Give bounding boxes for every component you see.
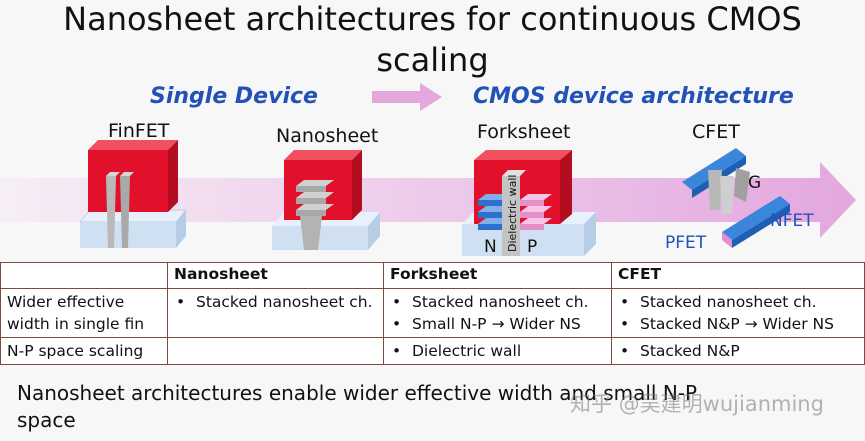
watermark: 知乎 @吴建明wujianming bbox=[570, 392, 824, 416]
cell-nanosheet: Stacked nanosheet ch. bbox=[167, 288, 384, 338]
section-label-cmos: CMOS device architecture bbox=[473, 84, 794, 109]
finfet-device-icon bbox=[79, 140, 187, 248]
table-header-row: Nanosheet Forksheet CFET bbox=[0, 262, 865, 289]
comparison-table: Nanosheet Forksheet CFET Wider effective… bbox=[0, 262, 865, 365]
cell-forksheet: Stacked nanosheet ch. Small N-P → Wider … bbox=[383, 288, 612, 338]
table-header-empty bbox=[0, 262, 168, 289]
list-item: Stacked N&P → Wider NS bbox=[618, 313, 858, 335]
page-title-line-2: scaling bbox=[376, 41, 489, 79]
list-item: Small N-P → Wider NS bbox=[390, 313, 605, 335]
list-item: Stacked nanosheet ch. bbox=[390, 291, 605, 313]
list-item: Stacked nanosheet ch. bbox=[618, 291, 858, 313]
table-header-nanosheet: Nanosheet bbox=[167, 262, 384, 289]
row-label: N-P space scaling bbox=[0, 337, 168, 365]
device-label-cfet: CFET bbox=[692, 121, 740, 143]
cfet-pfet-label: PFET bbox=[665, 233, 707, 253]
cell-forksheet: Dielectric wall bbox=[383, 337, 612, 365]
table-header-cfet: CFET bbox=[611, 262, 865, 289]
page-title-line-1: Nanosheet architectures for continuous C… bbox=[63, 0, 802, 38]
cfet-device-icon: G NFET PFET bbox=[665, 148, 814, 253]
row-label: Wider effective width in single fin bbox=[0, 288, 168, 338]
table-header-forksheet: Forksheet bbox=[383, 262, 612, 289]
footer-summary: Nanosheet architectures enable wider eff… bbox=[17, 381, 698, 432]
cell-cfet: Stacked nanosheet ch. Stacked N&P → Wide… bbox=[611, 288, 865, 338]
cell-nanosheet bbox=[167, 337, 384, 365]
cell-cfet: Stacked N&P bbox=[611, 337, 865, 365]
device-label-forksheet: Forksheet bbox=[477, 121, 571, 143]
progression-arrow bbox=[0, 162, 856, 238]
device-label-nanosheet: Nanosheet bbox=[276, 125, 379, 147]
table-row: N-P space scaling Dielectric wall Stacke… bbox=[0, 337, 865, 365]
dielectric-wall-label: Dielectric wall bbox=[506, 175, 519, 252]
section-arrow-icon bbox=[372, 83, 442, 111]
nanosheet-device-icon bbox=[272, 150, 380, 250]
forksheet-device-icon: Dielectric wall N P bbox=[462, 150, 596, 257]
list-item: Stacked N&P bbox=[618, 340, 858, 362]
list-item: Stacked nanosheet ch. bbox=[174, 291, 377, 313]
cfet-nfet-label: NFET bbox=[770, 211, 814, 231]
forksheet-n-label: N bbox=[484, 237, 497, 257]
architecture-illustration: Dielectric wall N P G NFET PFET bbox=[0, 83, 856, 257]
device-label-finfet: FinFET bbox=[108, 120, 170, 142]
section-label-single-device: Single Device bbox=[150, 84, 318, 109]
list-item: Dielectric wall bbox=[390, 340, 605, 362]
table-row: Wider effective width in single fin Stac… bbox=[0, 288, 865, 338]
forksheet-p-label: P bbox=[527, 237, 537, 257]
cfet-g-label: G bbox=[748, 173, 761, 193]
